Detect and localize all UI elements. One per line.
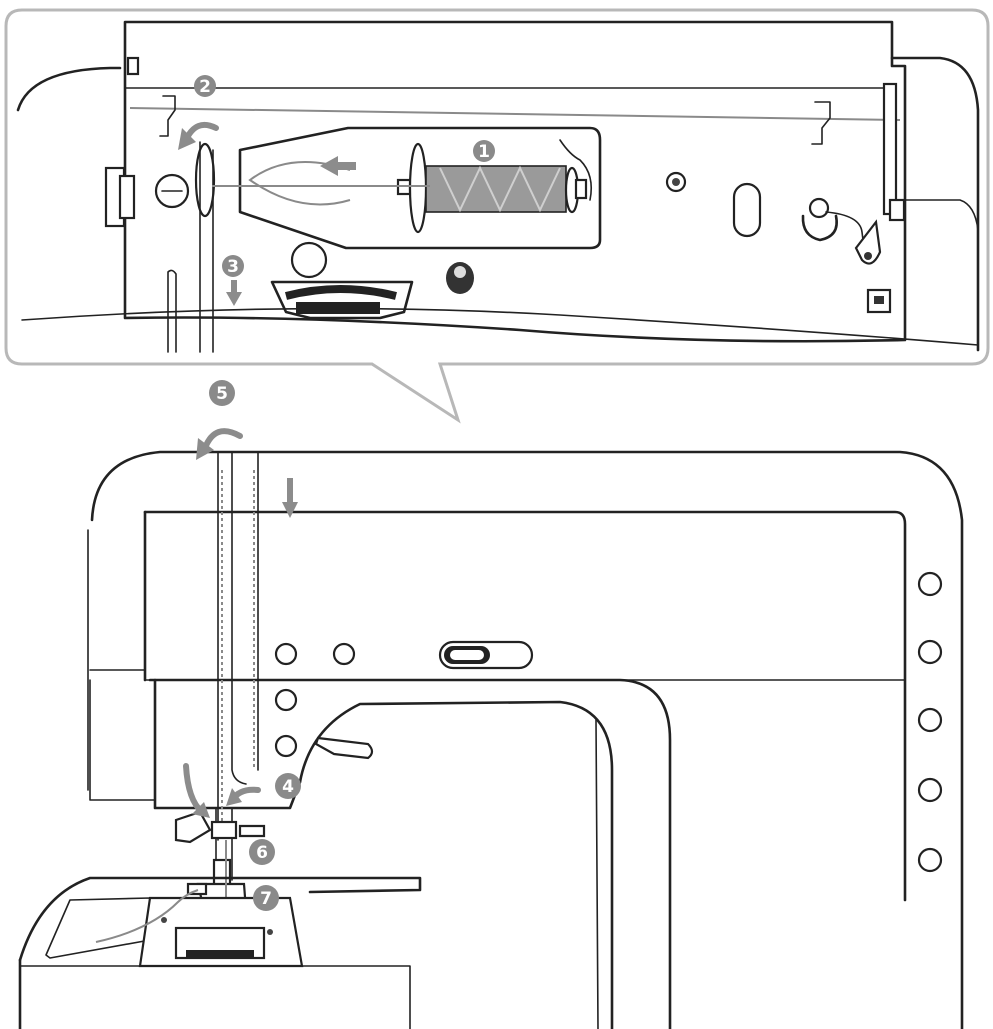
arrow-step-4 bbox=[226, 788, 242, 806]
threading-arrows bbox=[178, 122, 356, 818]
svg-text:2: 2 bbox=[199, 77, 211, 97]
arrow-step-1 bbox=[320, 156, 356, 176]
machine-head bbox=[90, 450, 964, 1029]
thread-channel bbox=[217, 451, 259, 841]
step-marker-4: 4 bbox=[275, 773, 301, 799]
machine-top-body bbox=[16, 56, 980, 352]
step-marker-1: 1 bbox=[473, 140, 495, 162]
sewing-bed bbox=[18, 876, 422, 962]
arrow-step-2 bbox=[178, 128, 196, 150]
step-marker-5: 5 bbox=[209, 380, 235, 406]
spool-recess bbox=[238, 126, 602, 250]
top-view-inset bbox=[4, 8, 990, 424]
top-panel bbox=[123, 20, 907, 343]
svg-text:6: 6 bbox=[256, 843, 268, 863]
step-marker-7: 7 bbox=[253, 885, 279, 911]
thread-spool bbox=[425, 165, 567, 213]
arm-throat bbox=[298, 700, 614, 1029]
arrow-channel-down bbox=[282, 478, 298, 518]
svg-text:3: 3 bbox=[227, 257, 239, 277]
front-view bbox=[18, 450, 964, 1029]
step-marker-3: 3 bbox=[222, 255, 244, 277]
step-marker-2: 2 bbox=[194, 75, 216, 97]
svg-text:1: 1 bbox=[478, 142, 490, 162]
arrow-step-3 bbox=[226, 280, 242, 306]
arrow-step-5 bbox=[196, 438, 214, 460]
svg-text:7: 7 bbox=[260, 889, 272, 909]
svg-text:4: 4 bbox=[282, 777, 294, 797]
arrow-step-6 bbox=[192, 802, 210, 818]
step-marker-6: 6 bbox=[249, 839, 275, 865]
step-markers: 1 2 3 4 5 6 7 bbox=[194, 75, 495, 911]
svg-text:5: 5 bbox=[216, 384, 228, 404]
